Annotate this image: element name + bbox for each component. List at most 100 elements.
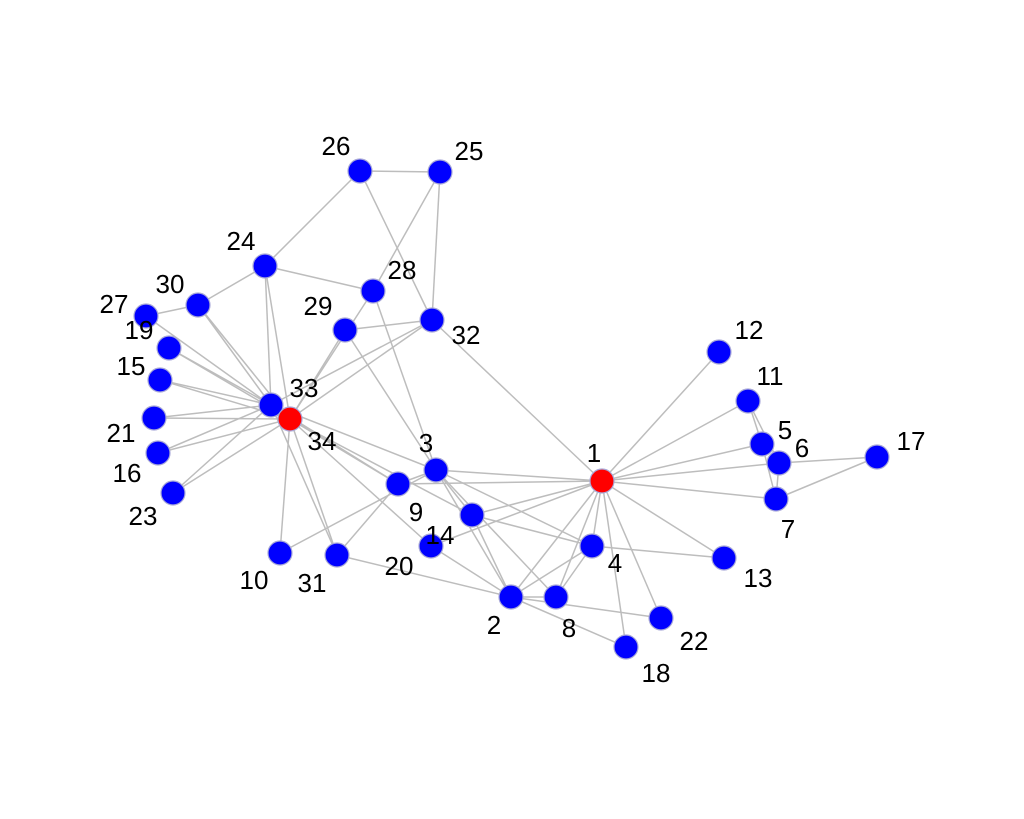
edge-3-8 xyxy=(435,469,557,598)
node-25[interactable] xyxy=(427,159,453,185)
node-24[interactable] xyxy=(252,253,278,279)
node-5[interactable] xyxy=(749,431,775,457)
node-label-31: 31 xyxy=(298,568,327,598)
edge-1-11 xyxy=(601,400,749,482)
node-label-13: 13 xyxy=(744,563,773,593)
node-10[interactable] xyxy=(267,540,293,566)
node-32[interactable] xyxy=(419,307,445,333)
edge-3-29 xyxy=(344,329,437,471)
node-label-7: 7 xyxy=(781,514,795,544)
node-16[interactable] xyxy=(145,440,171,466)
edge-2-18 xyxy=(510,596,627,648)
label-layer: 1234567891011121314151617181920212223242… xyxy=(100,131,926,688)
node-label-15: 15 xyxy=(117,351,146,381)
edge-2-20 xyxy=(430,545,512,598)
node-28[interactable] xyxy=(360,278,386,304)
node-label-34: 34 xyxy=(308,426,337,456)
node-label-25: 25 xyxy=(455,136,484,166)
node-label-14: 14 xyxy=(426,520,455,550)
edge-2-14 xyxy=(471,514,512,598)
node-14[interactable] xyxy=(459,502,485,528)
edge-29-32 xyxy=(344,319,433,331)
node-label-23: 23 xyxy=(129,501,158,531)
node-4[interactable] xyxy=(579,533,605,559)
node-21[interactable] xyxy=(141,405,167,431)
node-26[interactable] xyxy=(347,158,373,184)
edge-4-13 xyxy=(591,545,725,559)
node-31[interactable] xyxy=(324,542,350,568)
edge-14-34 xyxy=(289,418,473,516)
node-30[interactable] xyxy=(185,292,211,318)
node-label-17: 17 xyxy=(897,426,926,456)
node-label-28: 28 xyxy=(388,255,417,285)
node-label-16: 16 xyxy=(113,458,142,488)
edge-32-33 xyxy=(270,319,433,406)
edge-23-34 xyxy=(172,418,291,494)
node-label-3: 3 xyxy=(419,428,433,458)
node-34[interactable] xyxy=(277,406,303,432)
node-label-19: 19 xyxy=(125,315,154,345)
node-22[interactable] xyxy=(648,605,674,631)
edge-25-26 xyxy=(359,170,441,173)
node-13[interactable] xyxy=(711,545,737,571)
node-label-9: 9 xyxy=(409,497,423,527)
edge-1-7 xyxy=(601,480,777,500)
edge-1-6 xyxy=(601,462,780,482)
node-label-21: 21 xyxy=(107,418,136,448)
edge-3-4 xyxy=(435,469,593,547)
node-8[interactable] xyxy=(543,584,569,610)
node-19[interactable] xyxy=(156,335,182,361)
node-17[interactable] xyxy=(864,444,890,470)
node-label-30: 30 xyxy=(156,269,185,299)
node-6[interactable] xyxy=(766,450,792,476)
node-label-5: 5 xyxy=(778,415,792,445)
edge-9-31 xyxy=(336,483,399,556)
edge-21-33 xyxy=(153,404,272,419)
node-1[interactable] xyxy=(589,468,615,494)
node-29[interactable] xyxy=(332,317,358,343)
node-2[interactable] xyxy=(498,584,524,610)
edge-24-34 xyxy=(264,265,291,420)
node-18[interactable] xyxy=(613,634,639,660)
edge-25-28 xyxy=(372,171,441,292)
node-label-20: 20 xyxy=(385,551,414,581)
node-9[interactable] xyxy=(385,471,411,497)
node-11[interactable] xyxy=(735,388,761,414)
edge-2-31 xyxy=(336,554,512,598)
edge-15-33 xyxy=(159,379,272,406)
edge-2-3 xyxy=(435,469,512,598)
node-3[interactable] xyxy=(423,457,449,483)
node-12[interactable] xyxy=(706,339,732,365)
edge-16-34 xyxy=(157,418,291,454)
edge-1-2 xyxy=(510,480,603,598)
node-label-10: 10 xyxy=(240,565,269,595)
node-layer xyxy=(133,158,890,660)
edge-29-34 xyxy=(289,329,346,420)
edge-25-32 xyxy=(431,171,441,321)
edge-3-28 xyxy=(372,290,437,471)
edge-6-17 xyxy=(778,456,878,464)
node-23[interactable] xyxy=(160,480,186,506)
node-27[interactable] xyxy=(133,303,159,329)
node-label-1: 1 xyxy=(587,438,601,468)
node-label-11: 11 xyxy=(757,361,784,391)
node-label-26: 26 xyxy=(322,131,351,161)
edge-7-17 xyxy=(775,456,878,500)
edge-1-20 xyxy=(430,480,603,547)
edge-2-22 xyxy=(510,596,662,619)
node-20[interactable] xyxy=(418,533,444,559)
node-label-24: 24 xyxy=(227,226,256,256)
node-label-32: 32 xyxy=(452,320,481,350)
edge-21-34 xyxy=(153,417,291,420)
node-15[interactable] xyxy=(147,367,173,393)
edge-1-18 xyxy=(601,480,627,648)
edge-1-14 xyxy=(471,480,603,516)
edge-9-34 xyxy=(289,418,399,485)
node-7[interactable] xyxy=(763,486,789,512)
node-33[interactable] xyxy=(258,392,284,418)
node-label-33: 33 xyxy=(290,373,319,403)
node-label-2: 2 xyxy=(487,610,501,640)
edge-1-32 xyxy=(431,319,603,482)
edge-24-26 xyxy=(264,170,361,267)
node-label-8: 8 xyxy=(562,613,576,643)
